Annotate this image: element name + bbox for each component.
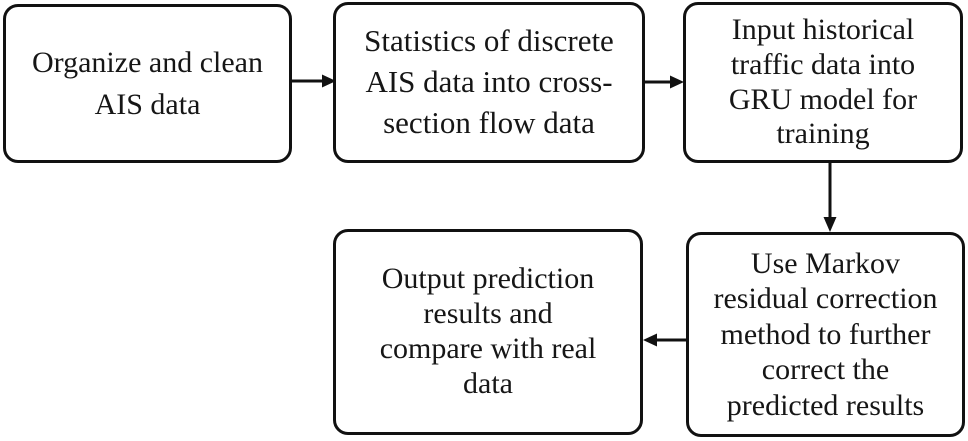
node-markov-residual-correction: Use Markov residual correction method to…: [686, 232, 965, 437]
node-input-gru-training: Input historical traffic data into GRU m…: [683, 2, 963, 163]
node-statistics-cross-section: Statistics of discrete AIS data into cro…: [333, 2, 645, 163]
arrow-organize-to-statistics: [292, 74, 336, 88]
node-organize-clean-ais-label: Organize and clean AIS data: [32, 45, 263, 121]
node-markov-residual-correction-label: Use Markov residual correction method to…: [713, 247, 938, 422]
node-input-gru-training-label: Input historical traffic data into GRU m…: [728, 12, 918, 151]
node-organize-clean-ais: Organize and clean AIS data: [3, 4, 292, 163]
arrow-markov-to-output: [643, 333, 686, 347]
node-statistics-cross-section-label: Statistics of discrete AIS data into cro…: [364, 23, 614, 140]
node-output-compare-results: Output prediction results and compare wi…: [333, 229, 643, 435]
node-output-compare-results-label: Output prediction results and compare wi…: [379, 262, 597, 400]
arrow-gru-to-markov: [823, 163, 837, 232]
arrow-statistics-to-gru: [645, 75, 684, 89]
